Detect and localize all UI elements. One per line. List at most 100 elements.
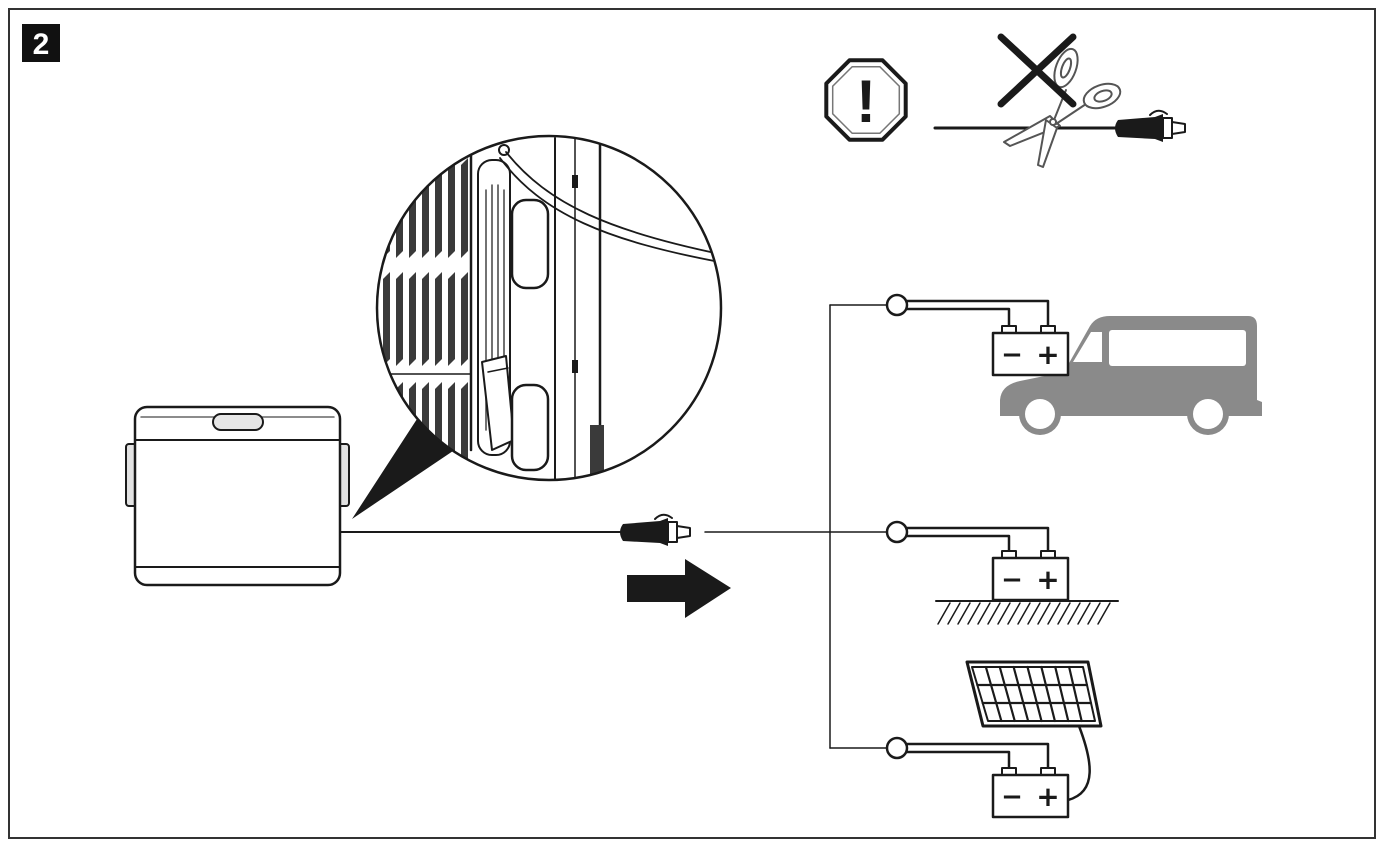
battery-plus-label: + [1036, 563, 1059, 596]
cooler-box-icon [125, 405, 350, 587]
warning-octagon-icon: ! [824, 58, 908, 142]
battery-plus-label: + [1036, 338, 1059, 371]
battery-icon: − + [991, 325, 1070, 377]
scissors-pivot [1049, 118, 1057, 126]
vent-slot [409, 272, 416, 366]
plug-body [1115, 114, 1163, 142]
plug-spring [654, 513, 673, 520]
vent-slot [435, 272, 442, 366]
car-plug-icon [620, 513, 691, 546]
battery-wire-positive [905, 526, 1050, 553]
cable-clip-upper [510, 198, 550, 290]
scissors-handle-ring [1082, 82, 1122, 110]
hatch-line [1097, 602, 1111, 625]
hatch-line [1077, 602, 1091, 625]
x-stroke [997, 33, 1077, 108]
plug-tip [1171, 121, 1186, 135]
plug-collar [1162, 117, 1173, 139]
scissors-handle-ring-inner [1093, 89, 1113, 103]
scissors-arm-lower [1055, 103, 1087, 125]
magnifier-callout [352, 419, 453, 519]
hatch-line [1037, 602, 1051, 625]
battery-icon: − + [991, 550, 1070, 602]
solar-panel-icon [965, 660, 1103, 728]
hatch-line [1017, 602, 1031, 625]
figure-number: 2 [33, 28, 50, 61]
battery-plus-label: + [1036, 780, 1059, 813]
hatch-line [1047, 602, 1061, 625]
van-side-window [1109, 330, 1246, 366]
solar-cell-divider [1040, 665, 1056, 723]
socket-terminal-ground [885, 520, 909, 544]
solar-cell-divider [1012, 665, 1030, 723]
battery-minus-label: − [1001, 782, 1023, 812]
power-cable-inner [499, 157, 726, 264]
cable-holder-recess [477, 159, 511, 456]
warning-octagon-outer [824, 58, 908, 142]
hatch-line [977, 602, 991, 625]
hatch-line [967, 602, 981, 625]
socket-terminal-solar [885, 736, 909, 760]
hatch-line [957, 602, 971, 625]
vent-slot [448, 158, 455, 258]
arrow-right-icon [627, 559, 731, 618]
plug-collar [667, 521, 678, 543]
vent-slot [383, 272, 390, 366]
van-rear-hub [1193, 399, 1223, 429]
magnifier-detail [352, 131, 727, 519]
battery-minus-label: − [1001, 565, 1023, 595]
vent-slot [461, 272, 468, 366]
cooler-body [133, 405, 342, 587]
scissors-icon [1003, 47, 1122, 168]
solar-cell-divider [1026, 665, 1043, 723]
do-not-cut-icon [933, 33, 1186, 168]
badge-background [22, 24, 60, 62]
vent-slot [435, 158, 442, 258]
van-icon [1000, 316, 1262, 435]
power-source-bus [704, 293, 909, 760]
plug-spring [1149, 109, 1168, 116]
solar-cell-divider [984, 665, 1003, 723]
battery-icon: − + [991, 767, 1070, 819]
housing-tab [572, 360, 578, 373]
cable-clip-lower [510, 383, 550, 472]
ground-icon [935, 600, 1119, 625]
prohibited-x-icon [997, 33, 1077, 108]
battery-case [991, 556, 1070, 602]
cooler-top-handle [212, 413, 264, 431]
solar-wire [1066, 724, 1091, 802]
hatch-line [997, 602, 1011, 625]
figure-frame [8, 8, 1376, 839]
warning-octagon-inner [831, 65, 901, 135]
plug-body [620, 518, 668, 546]
housing-tab [572, 175, 578, 188]
battery-wire-positive [905, 742, 1050, 770]
car-plug-icon [1115, 109, 1186, 142]
vent-slot [448, 272, 455, 366]
hatch-line [1057, 602, 1071, 625]
solar-panel-cells [971, 665, 1096, 723]
battery-wire-negative [905, 307, 1011, 328]
hatch-line [937, 602, 951, 625]
housing-foot [590, 425, 604, 485]
magnifier-outline [375, 134, 723, 482]
vent-slot [396, 272, 403, 366]
hatch-line [947, 602, 961, 625]
scissors-handle-ring-inner [1059, 57, 1073, 79]
hatch-line [1067, 602, 1081, 625]
hatch-line [1087, 602, 1101, 625]
socket-terminal-vehicle [885, 293, 909, 317]
power-cable-outer [505, 151, 726, 256]
hatch-line [1027, 602, 1041, 625]
figure-number-badge: 2 [22, 24, 60, 62]
battery-wire-negative [905, 750, 1011, 770]
battery-case [991, 331, 1070, 377]
van-front-hub [1025, 399, 1055, 429]
vent-slot [422, 272, 429, 366]
battery-case [991, 773, 1070, 819]
ground-hatching [937, 602, 1111, 625]
solar-cell-divider [1054, 665, 1070, 723]
hatch-line [1007, 602, 1021, 625]
battery-wire-positive [905, 299, 1050, 328]
